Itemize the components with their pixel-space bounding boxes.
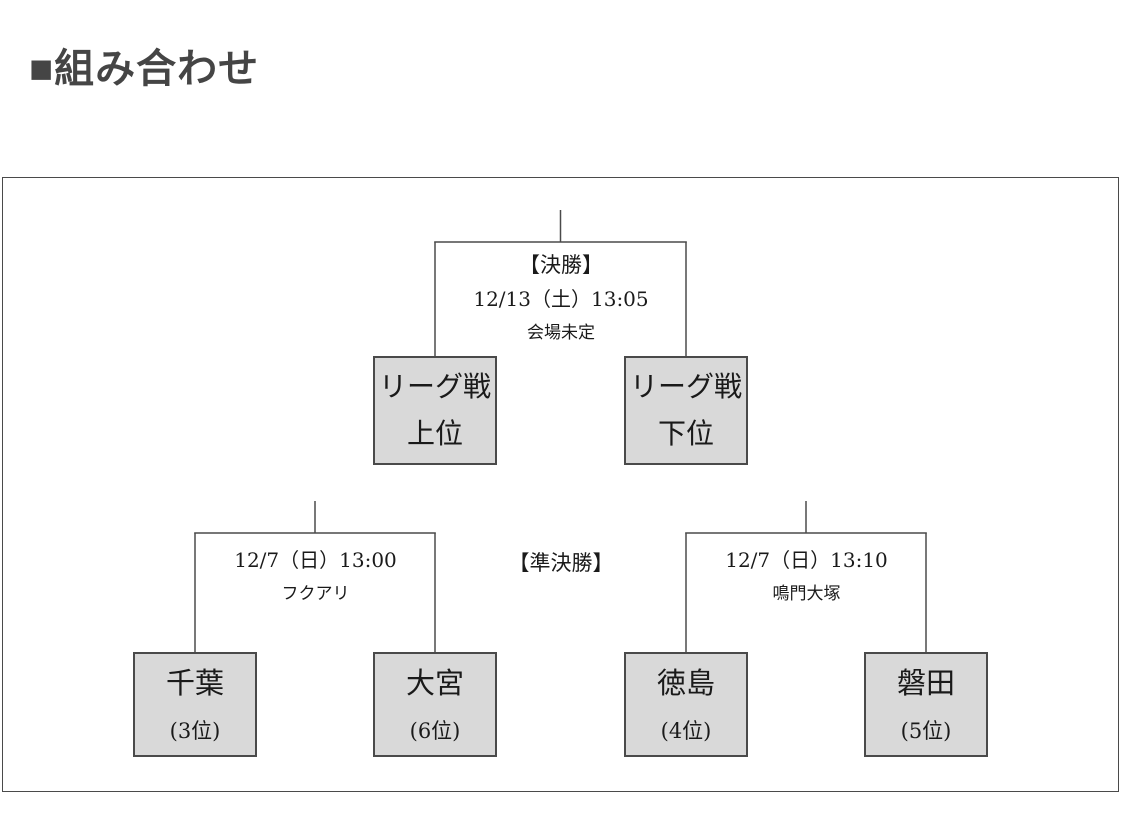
semifinal-round-label: 【準決勝】 — [508, 551, 614, 575]
final-round-label: 【決勝】 — [519, 253, 603, 277]
team-seed: (6位) — [409, 718, 461, 743]
semifinal-left-datetime: 12/7（日）13:00 — [234, 548, 397, 572]
team-seed: (3位) — [169, 718, 221, 743]
team-box-omiya: 大宮 (6位) — [373, 652, 497, 757]
final-slot-lower-line2: 下位 — [657, 417, 714, 450]
team-seed: (5位) — [900, 718, 952, 743]
final-slot-upper-line1: リーグ戦 — [378, 370, 491, 403]
semifinal-right-venue: 鳴門大塚 — [772, 584, 841, 604]
final-slot-league-lower: リーグ戦 下位 — [624, 356, 748, 465]
team-seed: (4位) — [660, 718, 712, 743]
final-slot-upper-line2: 上位 — [406, 417, 463, 450]
team-box-tokushima: 徳島 (4位) — [624, 652, 748, 757]
team-box-iwata: 磐田 (5位) — [864, 652, 988, 757]
final-slot-league-upper: リーグ戦 上位 — [373, 356, 497, 465]
final-header: 【決勝】 12/13（土）13:05 会場未定 — [435, 250, 687, 348]
semifinal-left-venue: フクアリ — [281, 584, 350, 604]
semifinal-left-header: 12/7（日）13:00 フクアリ — [195, 541, 436, 609]
team-name: 磐田 — [896, 665, 955, 700]
semifinal-right-header: 12/7（日）13:10 鳴門大塚 — [686, 541, 927, 609]
page-title: ■組み合わせ — [29, 47, 260, 91]
team-box-chiba: 千葉 (3位) — [133, 652, 257, 757]
team-name: 徳島 — [656, 665, 715, 700]
final-slot-lower-line1: リーグ戦 — [629, 370, 742, 403]
semifinal-right-datetime: 12/7（日）13:10 — [725, 548, 888, 572]
final-venue: 会場未定 — [527, 323, 595, 343]
final-datetime: 12/13（土）13:05 — [473, 287, 649, 311]
team-name: 千葉 — [165, 665, 224, 700]
team-name: 大宮 — [405, 665, 464, 700]
